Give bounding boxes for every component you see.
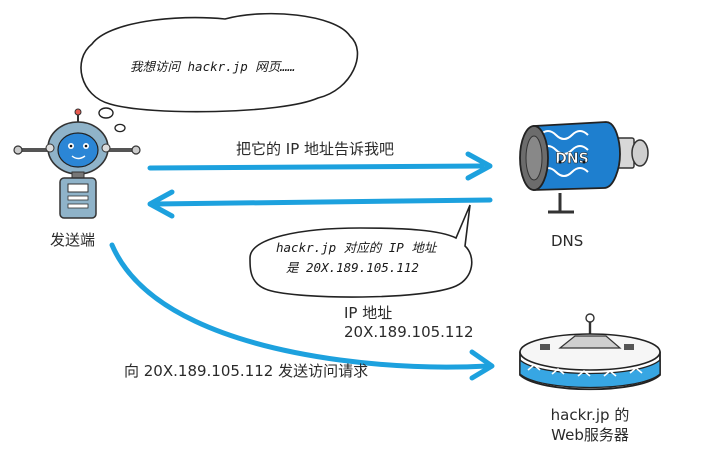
dns-server-icon: DNS [519,121,649,214]
speech-bubble-line1: hackr.jp 对应的 IP 地址 [276,240,437,255]
dns-tank-text: DNS [555,151,588,167]
web-server-icon [519,313,661,391]
dns-label: DNS [551,232,584,250]
thought-bubble-text: 我想访问 hackr.jp 网页…… [130,59,296,74]
query-arrow [147,151,493,181]
thought-bubble [80,12,359,133]
server-label-line2: Web服务器 [551,426,629,444]
server-label-line1: hackr.jp 的 [550,406,630,424]
reply-arrow-label-line1: IP 地址 [344,304,393,322]
speech-bubble-line2: 是 20X.189.105.112 [286,260,419,275]
speech-bubble [249,204,473,298]
query-arrow-label: 把它的 IP 地址告诉我吧 [236,140,395,158]
reply-arrow [147,189,493,219]
reply-arrow-label-line2: 20X.189.105.112 [344,323,474,341]
sender-label: 发送端 [50,231,96,249]
request-arrow [109,242,495,381]
request-arrow-label: 向 20X.189.105.112 发送访问请求 [124,362,369,380]
robot-icon [13,108,141,219]
